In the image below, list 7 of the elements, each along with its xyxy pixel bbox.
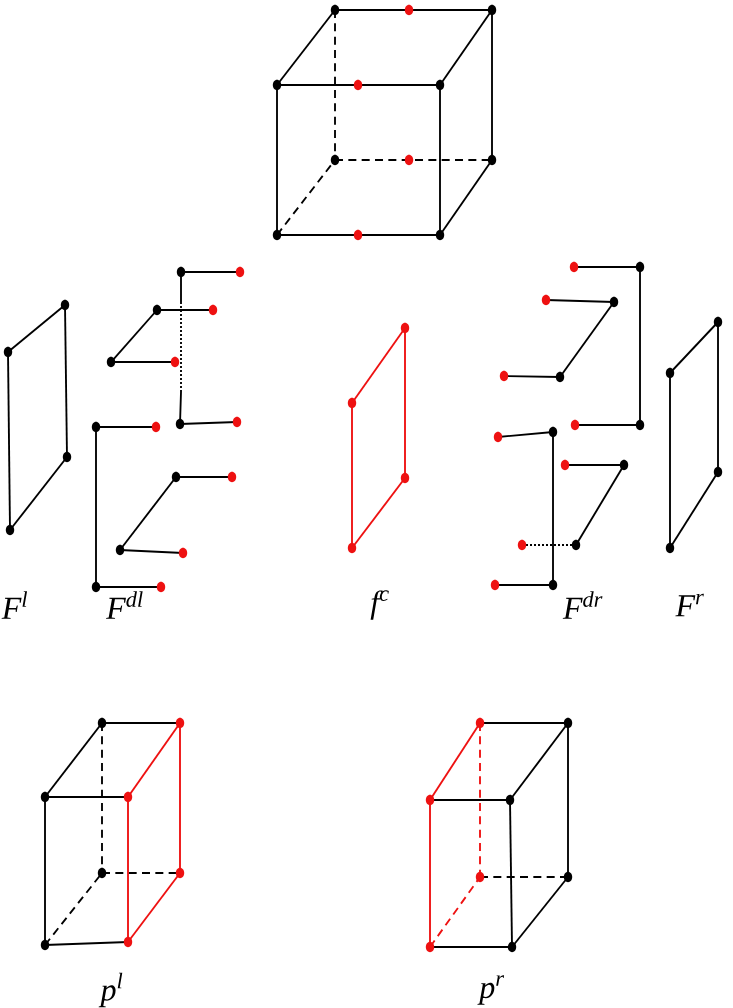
figure-label: F$^{r}$ [675, 593, 704, 617]
figure-label: p$^{l}$ [98, 972, 123, 1008]
figure-label: F$^{l}$ [1, 591, 28, 619]
figure-label: F$^{dr}$ [562, 591, 603, 619]
figure-label: f$^{c}$ [370, 590, 389, 620]
figure-label: F$^{dl}$ [106, 591, 143, 619]
figure-label: p$^{r}$ [477, 975, 505, 1005]
